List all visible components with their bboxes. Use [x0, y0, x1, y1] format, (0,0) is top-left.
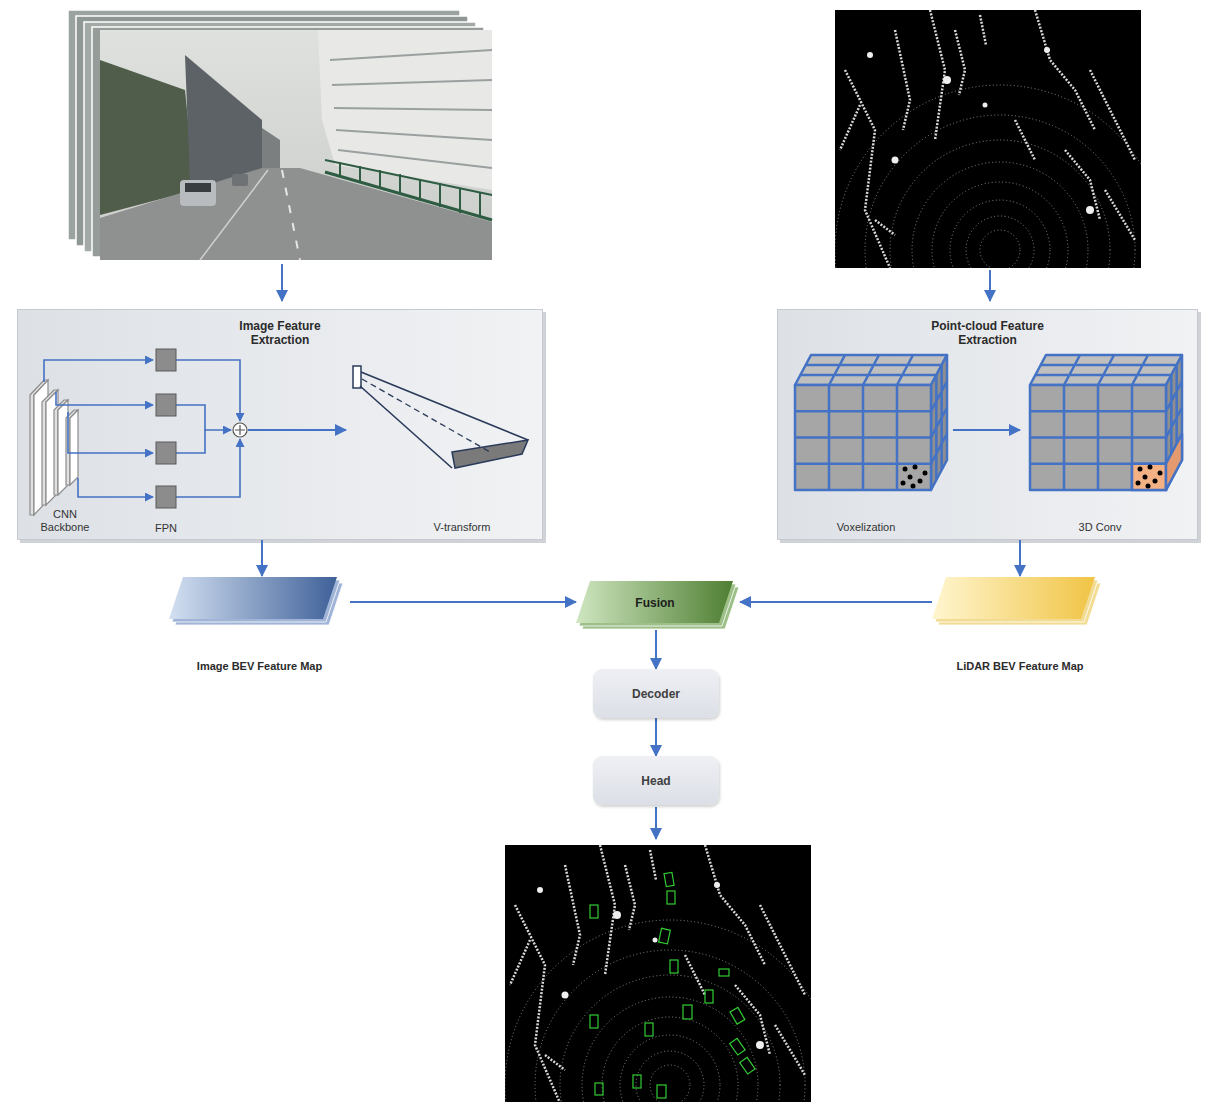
panel-ground — [17, 309, 543, 540]
cnn-backbone-symbol — [30, 380, 78, 515]
flow-arrow — [281, 264, 283, 301]
part-label: CNN Backbone — [34, 508, 96, 534]
flow-arrow — [655, 807, 657, 839]
detection-output — [505, 845, 835, 1102]
module-panel: Point-cloud Feature Extraction — [777, 309, 1198, 540]
fpn-blocks — [156, 349, 176, 508]
process-label: Head — [641, 774, 670, 788]
process-box: Head — [593, 756, 719, 805]
street-photo — [100, 30, 492, 260]
shape-face — [932, 577, 1095, 619]
flow-arrow — [989, 270, 991, 301]
flow-arrow — [261, 540, 263, 576]
flow-arrow — [953, 429, 1020, 431]
points — [901, 465, 928, 489]
parallelogram-shape — [169, 576, 344, 626]
process-box: Decoder — [593, 669, 719, 718]
flow-arrow — [655, 630, 657, 669]
feature-map-label: LiDAR BEV Feature Map — [932, 660, 1108, 673]
flow-arrow — [350, 601, 576, 603]
points — [1136, 465, 1163, 489]
flow-arrow — [740, 601, 932, 603]
part-label: Voxelization — [811, 521, 921, 534]
parallelogram-shape — [932, 576, 1102, 626]
fusion-label: Fusion — [635, 596, 674, 610]
shape-face — [169, 577, 337, 619]
part-label: 3D Conv — [1045, 521, 1155, 534]
flow-arrow — [1019, 540, 1021, 576]
conv-grid — [1030, 355, 1182, 490]
part-label: FPN — [126, 522, 206, 535]
feature-map-label: Image BEV Feature Map — [169, 660, 350, 673]
part-label: V-transform — [407, 521, 517, 534]
shape-face — [576, 581, 733, 623]
camera-images — [68, 10, 492, 260]
fpn-wires — [44, 360, 346, 497]
feature-map: Image BEV Feature Map — [169, 576, 350, 680]
sum-symbol — [233, 423, 247, 437]
module-panel: Image Feature Extraction — [17, 309, 543, 540]
view-transform-frustum — [353, 366, 528, 468]
fusion-block: Fusion — [576, 580, 740, 630]
active-voxel — [1132, 434, 1182, 490]
panel-heading: Point-cloud Feature Extraction — [923, 319, 1053, 347]
voxel-grid — [795, 355, 947, 490]
flow-arrow — [655, 718, 657, 756]
panel-ground — [777, 309, 1198, 540]
detection-boxes — [590, 872, 755, 1098]
process-label: Decoder — [632, 687, 680, 701]
feature-map: LiDAR BEV Feature Map — [932, 576, 1108, 680]
panel-heading: Image Feature Extraction — [215, 319, 345, 347]
